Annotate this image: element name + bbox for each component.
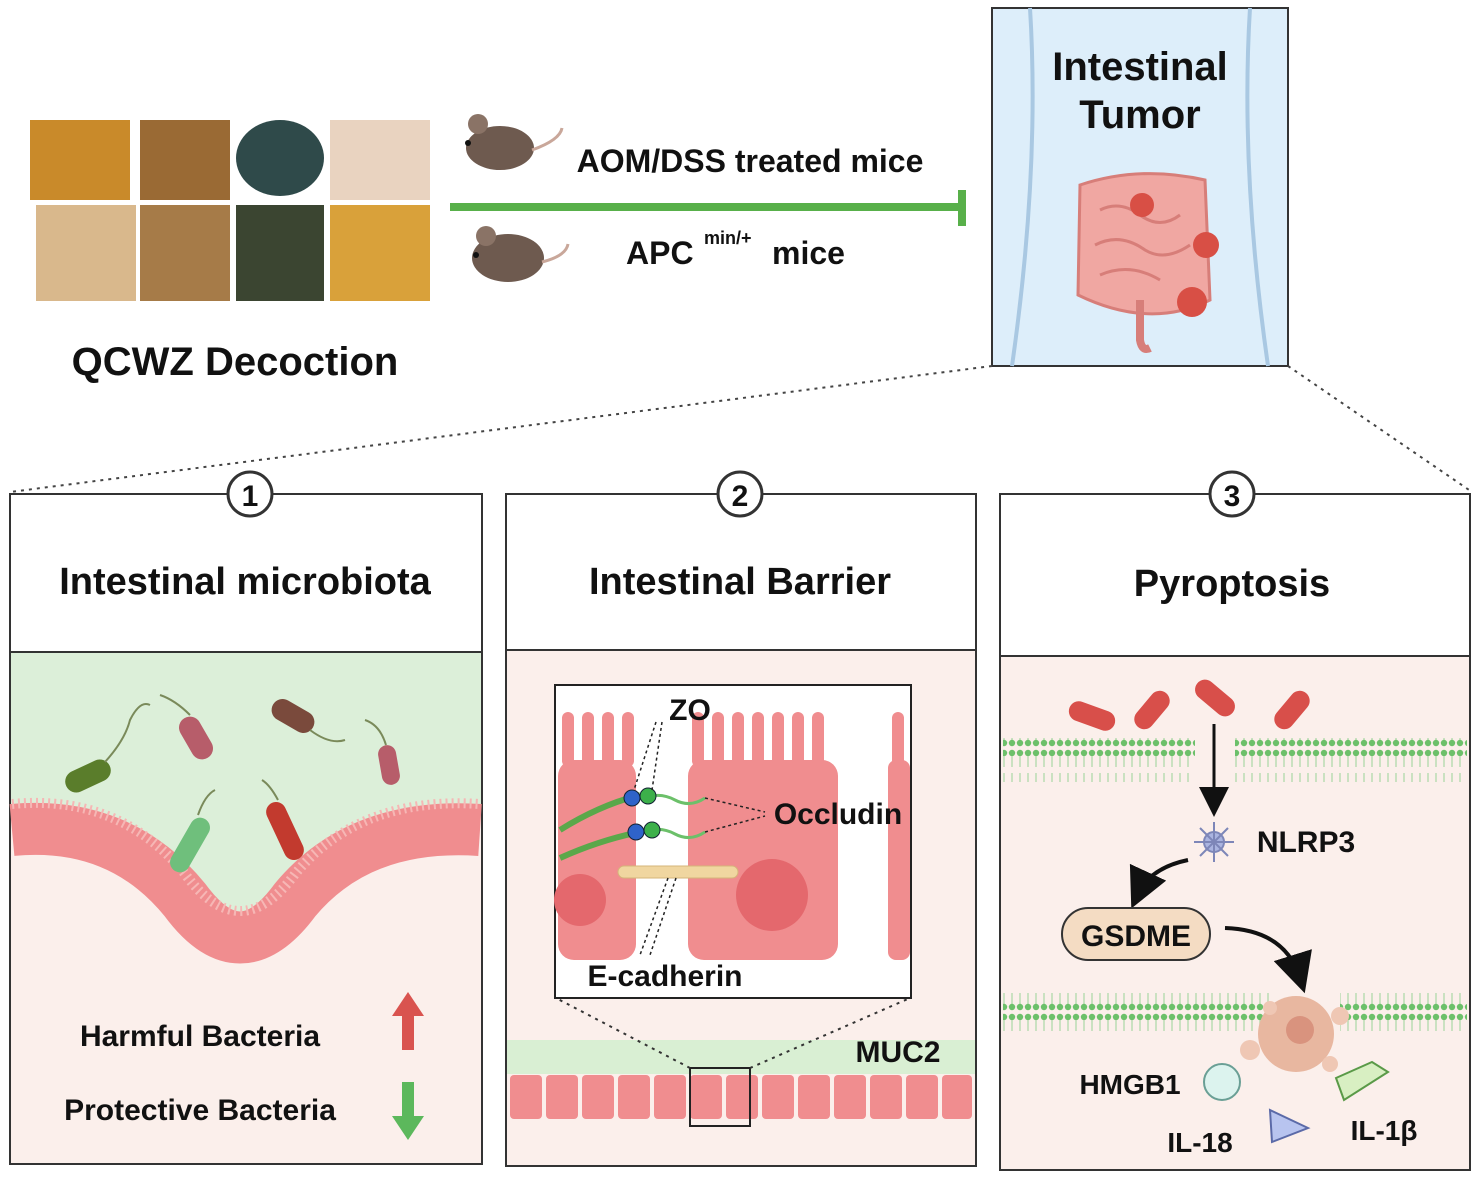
epithelial-row: [510, 1075, 972, 1119]
arrow-up-icon: [392, 992, 424, 1050]
tumor-icon: [1193, 232, 1219, 258]
tight-junction-inset: ZO Occludin E-cadherin: [554, 684, 912, 999]
ecadherin-label: E-cadherin: [587, 960, 742, 993]
panel-intestinal-barrier: Intestinal Barrier MUC2: [505, 470, 977, 1167]
nlrp3-label: NLRP3: [1257, 826, 1355, 859]
svg-text:1: 1: [242, 480, 259, 513]
herb-image: [140, 120, 230, 200]
mouse-label-aomdss: AOM/DSS treated mice: [577, 143, 924, 179]
il1b-icon: [1334, 1060, 1390, 1102]
tumor-icon: [1130, 193, 1154, 217]
mouse-icon: [472, 226, 570, 282]
panel-pyroptosis: Pyroptosis NLRP3 GSDME: [999, 470, 1471, 1171]
svg-text:APC: APC: [626, 235, 694, 271]
herb-image: [140, 205, 230, 301]
harmful-bacteria-label: Harmful Bacteria: [80, 1020, 320, 1053]
bacteria-icons: [1068, 679, 1310, 731]
hmgb1-icon: [1203, 1063, 1241, 1101]
arrow-down-icon: [392, 1082, 424, 1140]
herb-image: [236, 205, 324, 301]
herb-image: [330, 120, 430, 200]
tumor-icon: [1177, 287, 1207, 317]
herb-image: [330, 205, 430, 301]
inhibition-arrow: [450, 190, 966, 226]
muc2-label: MUC2: [855, 1036, 940, 1069]
cell-membrane: [1003, 988, 1275, 1032]
il18-icon: [1268, 1108, 1311, 1144]
svg-text:min/+: min/+: [704, 228, 752, 248]
il18-label: IL-18: [1167, 1127, 1232, 1158]
nlrp3-icon: [1194, 822, 1234, 862]
bacteria-icons: [65, 694, 400, 873]
decoction-label: QCWZ Decoction: [72, 340, 399, 384]
panel-intestinal-microbiota: Intestinal microbiota Harmful Bacteria P…: [9, 470, 483, 1165]
panel-number-badge: [226, 470, 274, 518]
tumor-box: Intestinal Tumor: [991, 7, 1289, 367]
il1b-label: IL-1β: [1351, 1115, 1418, 1146]
cell-membrane: [1340, 988, 1467, 1032]
herb-image: [30, 120, 130, 200]
svg-text:2: 2: [732, 480, 749, 513]
zoom-lines: [9, 365, 1473, 493]
svg-text:mice: mice: [772, 235, 845, 271]
mouse-icon: [465, 114, 564, 170]
zoom-box: [689, 1067, 751, 1127]
protective-bacteria-label: Protective Bacteria: [64, 1094, 336, 1127]
occludin-label: Occludin: [774, 798, 902, 831]
mouse-label-apc: APC min/+ mice: [626, 228, 845, 271]
herb-grid: [30, 120, 430, 301]
tumor-title-line2: Tumor: [1079, 93, 1200, 137]
gsdme-label: GSDME: [1081, 920, 1191, 953]
panel-number-badge: [1208, 470, 1256, 518]
cell-membrane: [1003, 738, 1195, 782]
gsdme-badge: [1061, 907, 1211, 961]
panel-title: Intestinal Barrier: [589, 561, 891, 603]
zo-label: ZO: [669, 694, 711, 727]
tumor-title-line1: Intestinal: [1052, 45, 1228, 89]
hmgb1-label: HMGB1: [1079, 1069, 1180, 1100]
panel-number-badge: [716, 470, 764, 518]
herb-image: [36, 205, 136, 301]
ruptured-cell-icon: [1240, 996, 1349, 1072]
panel-title: Pyroptosis: [1134, 563, 1330, 605]
cell-membrane: [1235, 738, 1467, 782]
panel-title: Intestinal microbiota: [59, 561, 431, 603]
svg-text:3: 3: [1224, 480, 1241, 513]
herb-image: [236, 120, 324, 196]
epithelium: [9, 802, 482, 964]
